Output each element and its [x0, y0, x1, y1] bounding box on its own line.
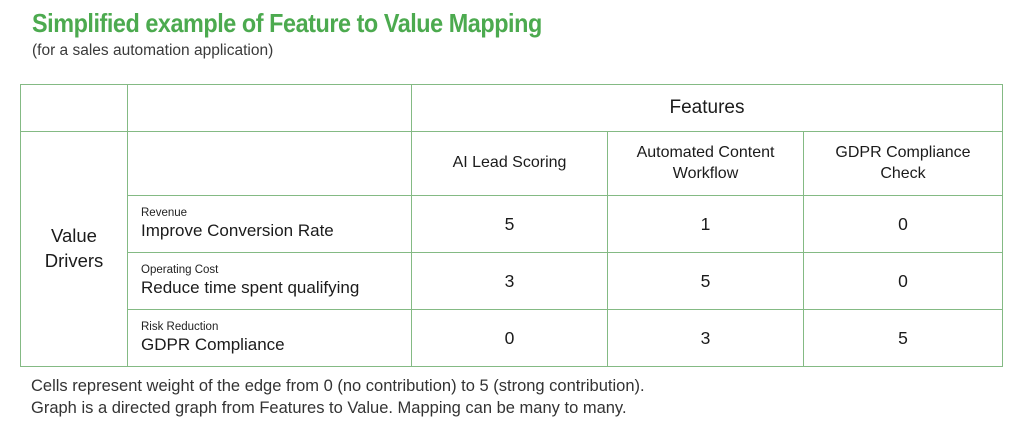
weight-cell-operating-cost-automated-content-workflow: 5 [607, 252, 804, 310]
driver-name-label: Improve Conversion Rate [141, 221, 334, 240]
table-row-features-group: Features [20, 84, 1003, 132]
table-row-column-headers: Value Drivers AI Lead Scoring Automated … [20, 131, 1003, 367]
weight-cell-risk-reduction-gdpr-compliance-check: 5 [803, 309, 1003, 367]
corner-empty-cell-right [127, 84, 412, 132]
value-drivers-group-header: Value Drivers [20, 131, 128, 367]
weight-cell-revenue-gdpr-compliance-check: 0 [803, 195, 1003, 253]
footnote: Cells represent weight of the edge from … [31, 375, 645, 419]
page-subtitle: (for a sales automation application) [32, 42, 274, 59]
footnote-line-2: Graph is a directed graph from Features … [31, 399, 627, 417]
weight-cell-risk-reduction-automated-content-workflow: 3 [607, 309, 804, 367]
driver-category-label: Risk Reduction [141, 321, 219, 333]
column-header-automated-content-workflow: Automated Content Workflow [607, 131, 804, 196]
feature-value-table: Features Value Drivers AI Lead Scoring A… [20, 84, 1003, 367]
driver-cell-operating-cost: Operating Cost Reduce time spent qualify… [127, 252, 412, 310]
weight-cell-revenue-automated-content-workflow: 1 [607, 195, 804, 253]
column-header-gdpr-compliance-check: GDPR Compliance Check [803, 131, 1003, 196]
driver-category-label: Operating Cost [141, 264, 219, 276]
page-title: Simplified example of Feature to Value M… [32, 8, 542, 38]
weight-cell-operating-cost-gdpr-compliance-check: 0 [803, 252, 1003, 310]
weight-cell-revenue-ai-lead-scoring: 5 [411, 195, 608, 253]
footnote-line-1: Cells represent weight of the edge from … [31, 377, 645, 395]
column-header-ai-lead-scoring: AI Lead Scoring [411, 131, 608, 196]
table-row-risk-reduction: Risk Reduction GDPR Compliance 0 3 5 [21, 309, 1003, 367]
weight-cell-operating-cost-ai-lead-scoring: 3 [411, 252, 608, 310]
weight-cell-risk-reduction-ai-lead-scoring: 0 [411, 309, 608, 367]
table-row-revenue: Revenue Improve Conversion Rate 5 1 0 [21, 195, 1003, 253]
empty-header-cell [127, 131, 412, 196]
driver-category-label: Revenue [141, 207, 188, 219]
driver-cell-risk-reduction: Risk Reduction GDPR Compliance [127, 309, 412, 367]
features-group-header: Features [411, 84, 1003, 132]
driver-name-label: GDPR Compliance [141, 335, 285, 354]
driver-name-label: Reduce time spent qualifying [141, 278, 360, 297]
driver-cell-revenue: Revenue Improve Conversion Rate [127, 195, 412, 253]
table-row-operating-cost: Operating Cost Reduce time spent qualify… [21, 252, 1003, 310]
corner-empty-cell-left [20, 84, 128, 132]
